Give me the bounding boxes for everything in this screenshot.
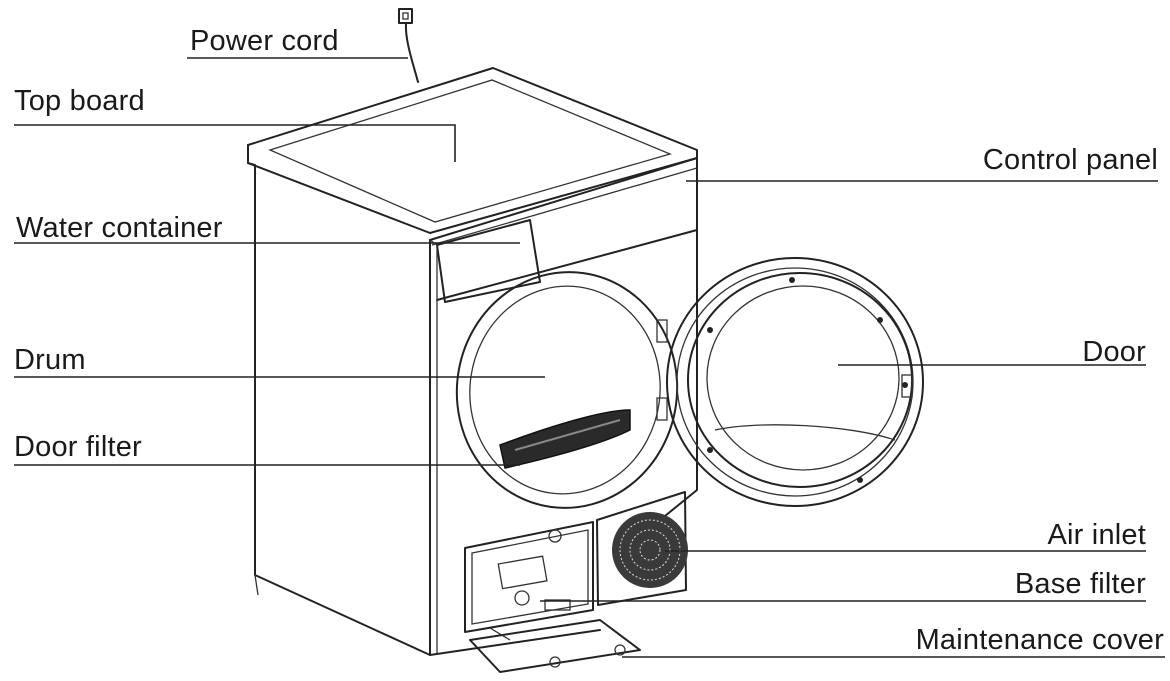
label-drum: Drum: [14, 344, 86, 376]
door-shape: [666, 257, 924, 507]
air-inlet-grille: [596, 491, 688, 606]
water-container-drawer: [436, 219, 541, 303]
leader-top-board: [14, 124, 456, 162]
door-filter-shape: [499, 409, 631, 469]
label-door: Door: [1082, 336, 1146, 368]
power-cord-line: [404, 22, 419, 83]
label-power-cord: Power cord: [190, 25, 339, 57]
label-maintenance-cover: Maintenance cover: [915, 624, 1164, 656]
power-plug: [398, 8, 419, 83]
drum-opening: [455, 271, 679, 509]
top-board-shape: [247, 67, 698, 234]
maintenance-cover-shape: [469, 619, 641, 673]
label-base-filter: Base filter: [1014, 568, 1146, 600]
label-control-panel: Control panel: [982, 144, 1158, 176]
label-water-container: Water container: [16, 212, 223, 244]
base-filter-compartment: [464, 521, 594, 633]
label-door-filter: Door filter: [14, 431, 142, 463]
control-panel-band: [436, 229, 698, 301]
label-top-board: Top board: [14, 85, 145, 117]
leader-lines: [14, 57, 1165, 658]
dryer-cabinet: [247, 67, 698, 656]
label-air-inlet: Air inlet: [1047, 519, 1146, 551]
